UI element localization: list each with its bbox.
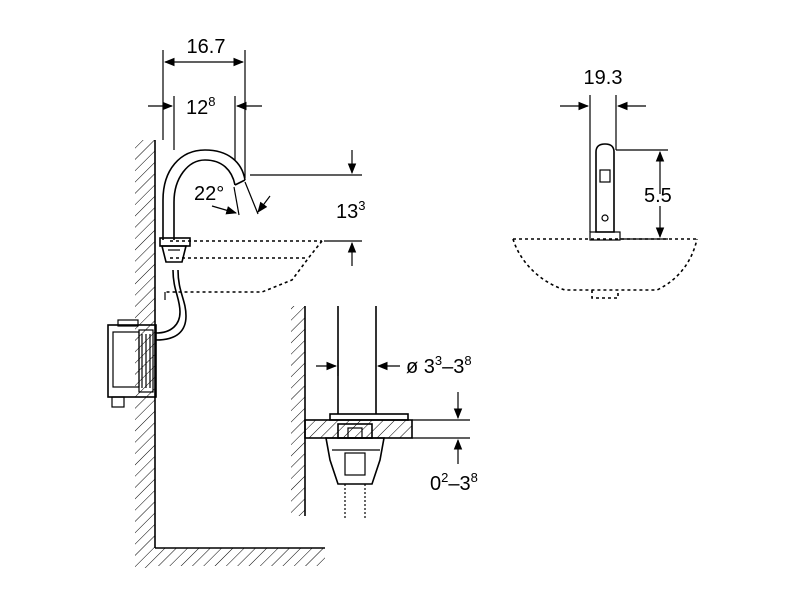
dimension-side-width: 19.3	[560, 67, 646, 232]
dimension-label-inner-reach: 128	[186, 94, 215, 119]
deck-mount-detail	[291, 306, 413, 520]
wall-and-floor	[135, 140, 325, 568]
wash-basin	[164, 240, 323, 300]
dimension-spout-angle: 22°	[194, 181, 271, 216]
faucet-front-view	[512, 143, 698, 299]
floor-hatch	[155, 548, 325, 566]
dimension-spout-reach: 16.7	[162, 36, 246, 178]
dimension-label-hole-diameter: ø 33–38	[406, 353, 472, 378]
dimension-label-side-height: 5.5	[644, 185, 672, 207]
dimension-label-spout-height: 133	[336, 198, 365, 223]
dimension-deck-thickness: 02–38	[412, 392, 478, 495]
wall-hatch	[135, 140, 155, 568]
supply-hose	[155, 269, 187, 341]
control-box	[107, 319, 157, 408]
dimension-inner-reach: 128	[148, 94, 262, 160]
dimension-label-side-width: 19.3	[584, 67, 623, 89]
dimension-label-spout-angle: 22°	[194, 183, 224, 205]
dimension-hole-diameter: ø 33–38	[316, 353, 472, 378]
dimension-spout-height: 133	[250, 150, 365, 266]
faucet-side-view	[159, 149, 246, 263]
dimension-label-deck-thickness: 02–38	[430, 470, 478, 495]
dimension-label-spout-reach: 16.7	[187, 36, 226, 58]
dimension-side-height: 5.5	[616, 149, 672, 240]
